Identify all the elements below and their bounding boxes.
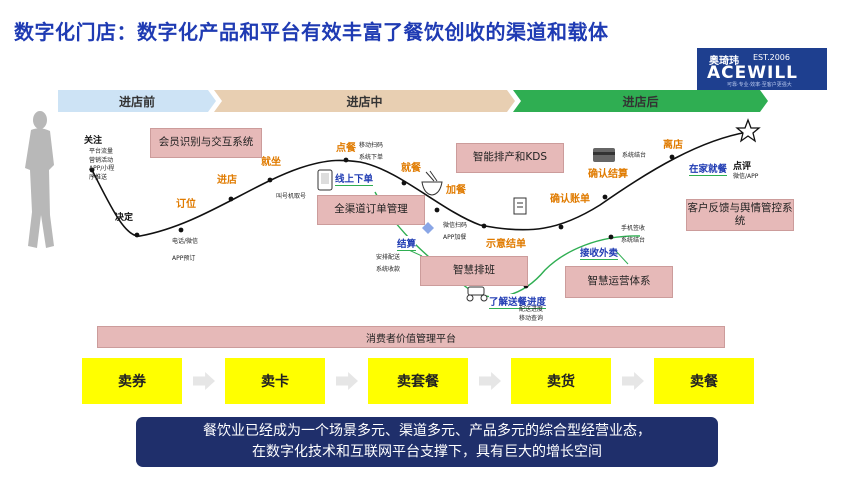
dot — [228, 196, 234, 202]
star-icon — [735, 118, 761, 143]
dot — [669, 154, 675, 160]
leader-line-2 — [614, 249, 629, 265]
person-icon — [25, 111, 54, 248]
dot — [608, 234, 614, 240]
box-feedback: 客户反馈与舆情管控系统 — [686, 199, 794, 231]
note-diancan: 移动扫码系统下单 — [359, 142, 384, 161]
stage-querenjiesuan: 确认结算 — [588, 169, 628, 180]
platform-bar: 消费者价值管理平台 — [97, 326, 725, 348]
product-meal: 卖餐 — [654, 358, 754, 404]
stage-lidian: 离店 — [663, 140, 683, 151]
dot — [89, 167, 95, 173]
dot — [343, 157, 349, 163]
acewill-logo: 奥琦玮 EST.2006 ACEWILL 可靠·专业·效率·至客户更强大 — [697, 48, 827, 90]
summary-box: 餐饮业已经成为一个场景多元、渠道多元、产品多元的综合型经营业态， 在数字化技术和… — [136, 417, 718, 467]
stage-dianping: 点评 — [733, 162, 752, 172]
phase-before: 进店前 — [58, 90, 216, 112]
note-jiuzuo: 叫号机取号 — [276, 193, 307, 200]
stage-guanzhu: 关注 — [84, 136, 103, 146]
stage-xiadan: 线上下单 — [335, 171, 374, 186]
stage-liaojie: 了解送餐进度 — [489, 294, 547, 309]
product-card: 卖卡 — [225, 358, 325, 404]
dot — [134, 232, 140, 238]
dot — [481, 223, 487, 229]
sparkle-icon — [422, 222, 434, 234]
page-title: 数字化门店：数字化产品和平台有效丰富了餐饮创收的渠道和载体 — [14, 20, 609, 44]
stage-queren: 确认账单 — [550, 194, 590, 205]
stage-jieshou: 接收外卖 — [580, 245, 619, 260]
dot — [401, 180, 407, 186]
card-icon — [593, 148, 615, 162]
summary-line-2: 在数字化技术和互联网平台支撑下，具有巨大的增长空间 — [252, 444, 602, 460]
bowl-icon — [421, 170, 443, 196]
note-queren: 系统结台 — [622, 152, 647, 159]
stage-zaijia: 在家就餐 — [689, 161, 728, 176]
note-jieshou: 手机签收系统结台 — [621, 225, 646, 244]
logo-est: EST.2006 — [753, 53, 790, 62]
stage-jueding: 决定 — [115, 213, 134, 223]
scooter-icon — [466, 286, 488, 302]
logo-tagline: 可靠·专业·效率·至客户更强大 — [727, 82, 792, 88]
box-schedule: 智慧排班 — [420, 256, 528, 286]
dot — [434, 207, 440, 213]
stage-dingwei: 订位 — [176, 199, 196, 210]
stage-jiesuan: 结算 — [397, 236, 417, 251]
stage-jindian: 进店 — [217, 175, 237, 186]
dot — [602, 194, 608, 200]
arrow-right-icon — [193, 372, 215, 390]
phone-icon — [317, 169, 333, 191]
box-member: 会员识别与交互系统 — [150, 128, 262, 158]
summary-line-1: 餐饮业已经成为一个场景多元、渠道多元、产品多元的综合型经营业态， — [203, 423, 651, 439]
arrow-right-icon — [336, 372, 358, 390]
note-dianping: 微信/APP — [733, 173, 759, 180]
box-ops: 智慧运营体系 — [565, 266, 673, 298]
main-curve — [91, 131, 749, 237]
stage-jiacan: 加餐 — [446, 185, 466, 196]
phase-after: 进店后 — [513, 90, 768, 112]
dot — [178, 227, 184, 233]
phase-during: 进店中 — [214, 90, 515, 112]
dot — [267, 177, 273, 183]
logo-cn: 奥琦玮 — [709, 56, 739, 67]
note-liaojie: 配送进度移动查询 — [519, 306, 544, 322]
product-goods: 卖货 — [511, 358, 611, 404]
stage-diancan: 点餐 — [336, 143, 356, 154]
receipt-icon — [513, 197, 527, 215]
stage-jiuzuo: 就坐 — [261, 157, 281, 168]
box-channel: 全渠道订单管理 — [317, 195, 425, 225]
note-jiesuan: 安排配送系统收款 — [376, 254, 401, 273]
stage-shiyi: 示意结单 — [486, 239, 526, 250]
logo-brand: ACEWILL — [707, 63, 798, 83]
dot — [558, 224, 564, 230]
product-coupon: 卖券 — [82, 358, 182, 404]
stage-jiucan: 就餐 — [401, 163, 421, 174]
arrow-right-icon — [479, 372, 501, 390]
arrow-right-icon — [622, 372, 644, 390]
product-set-meal: 卖套餐 — [368, 358, 468, 404]
box-kds: 智能排产和KDS — [456, 143, 564, 173]
